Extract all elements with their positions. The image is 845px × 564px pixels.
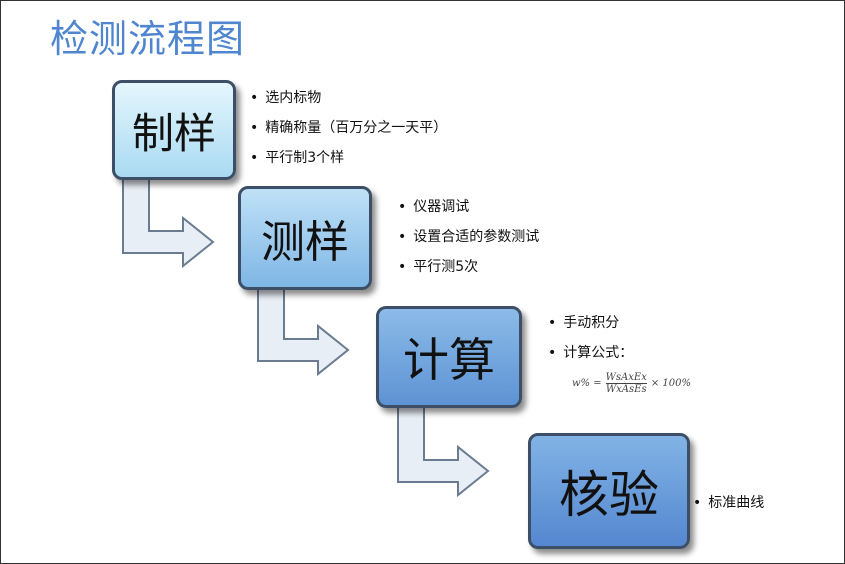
step-box-verify: 核验 xyxy=(528,433,690,549)
bullet: 仪器调试 xyxy=(398,192,539,222)
arrow-step3-to-step4 xyxy=(397,406,490,498)
formula-fraction: WsAxEx WxAsEs xyxy=(605,372,647,395)
step1-bullets: 选内标物 精确称量（百万分之一天平） 平行制3个样 xyxy=(250,83,447,173)
bullet: 标准曲线 xyxy=(693,488,764,518)
step3-bullets: 手动积分 计算公式： xyxy=(548,308,633,368)
arrow-step1-to-step2 xyxy=(122,177,215,269)
slide-title: 检测流程图 xyxy=(50,17,246,61)
bullet: 计算公式： xyxy=(548,338,633,368)
step-box-measure: 测样 xyxy=(238,186,372,290)
step-box-sample-prep: 制样 xyxy=(112,80,236,180)
bullet: 平行测5次 xyxy=(398,252,539,282)
formula: w% = WsAxEx WxAsEs × 100% xyxy=(572,372,691,395)
bullet: 手动积分 xyxy=(548,308,633,338)
formula-denominator: WxAsEs xyxy=(605,384,647,395)
step2-bullets: 仪器调试 设置合适的参数测试 平行测5次 xyxy=(398,192,539,282)
bullet: 平行制3个样 xyxy=(250,143,447,173)
arrow-step2-to-step3 xyxy=(257,285,350,377)
bullet: 精确称量（百万分之一天平） xyxy=(250,113,447,143)
bullet: 设置合适的参数测试 xyxy=(398,222,539,252)
formula-rhs: × 100% xyxy=(650,378,691,389)
step4-bullets: 标准曲线 xyxy=(693,488,764,518)
formula-numerator: WsAxEx xyxy=(605,372,647,384)
formula-lhs: w% = xyxy=(572,378,602,389)
bullet: 选内标物 xyxy=(250,83,447,113)
step-box-calculate: 计算 xyxy=(376,306,522,408)
